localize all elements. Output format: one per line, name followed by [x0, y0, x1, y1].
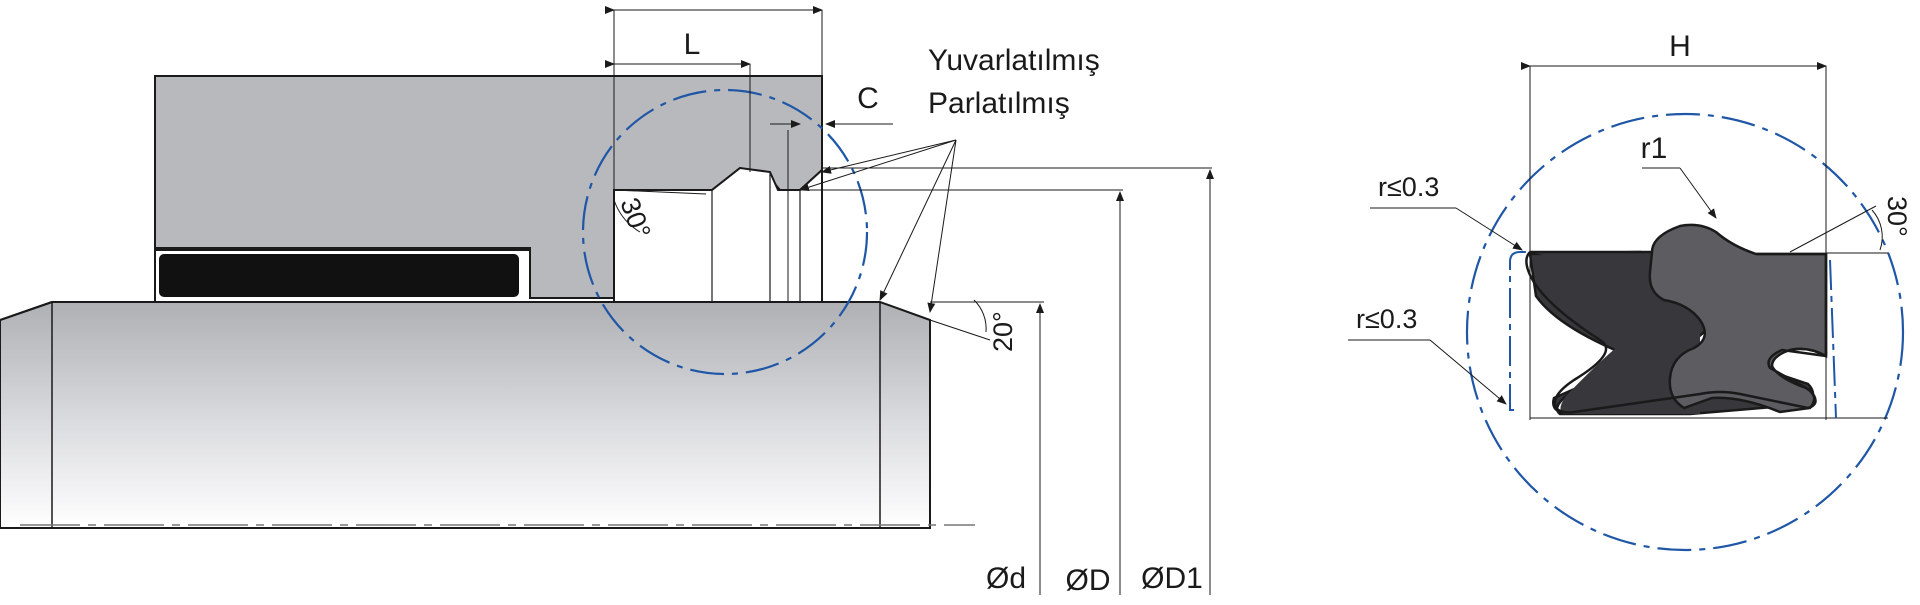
label-radius-top: r1 [1641, 132, 1668, 165]
note-polished: Parlatılmış [928, 87, 1070, 120]
groove-contour [1509, 251, 1646, 411]
label-chamfer: C [857, 82, 879, 115]
note-rounded: Yuvarlatılmış [928, 44, 1100, 77]
label-angle-seal: 30° [1882, 196, 1912, 237]
label-dia-groove: ØD [1066, 564, 1111, 597]
label-radius-corner-upper: r≤0.3 [1378, 172, 1439, 202]
seal-detail-view: H r1 r≤0.3 r≤0.3 30° [1348, 30, 1912, 552]
label-dia-outer: ØD1 [1141, 562, 1203, 595]
detail-circle-left [581, 88, 869, 376]
detail-circle-right [1465, 112, 1905, 552]
seal-inner-body [1648, 223, 1828, 414]
label-height: H [1669, 30, 1691, 63]
label-angle-rod: 20° [988, 311, 1018, 352]
assembly-view: L C Yuvarlatılmış Parlatılmış 30° 20° Ød… [0, 6, 1214, 597]
label-length: L [684, 28, 701, 61]
guide-band [157, 252, 521, 299]
rod [0, 301, 931, 529]
label-radius-corner-lower: r≤0.3 [1356, 304, 1417, 334]
label-dia-rod: Ød [986, 562, 1026, 595]
